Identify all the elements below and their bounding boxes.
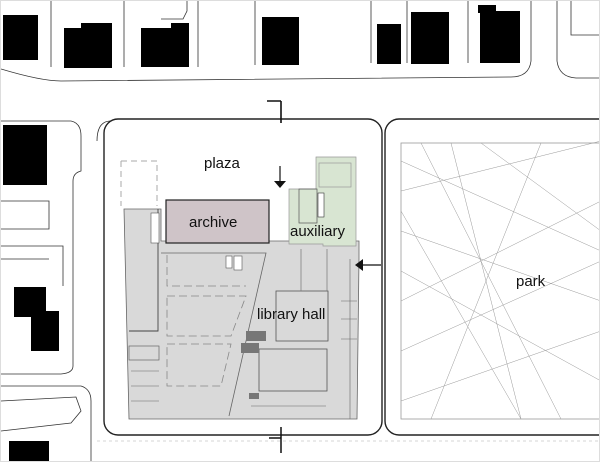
north-neighbors xyxy=(1,1,599,82)
park-path-line xyxy=(400,141,599,192)
label-auxiliary: auxiliary xyxy=(290,223,346,240)
park-path-line xyxy=(400,160,599,251)
entrance-arrow-icon xyxy=(355,259,381,271)
auxiliary-block xyxy=(288,156,357,247)
park-path-line xyxy=(400,270,599,381)
site-boundary xyxy=(103,118,383,436)
label-library-hall: library hall xyxy=(257,306,325,323)
park-path-line xyxy=(480,142,599,230)
park-path-line xyxy=(420,142,562,420)
label-archive: archive xyxy=(189,214,237,231)
label-park: park xyxy=(516,273,546,290)
section-marker-icon xyxy=(267,100,282,453)
archive-block xyxy=(165,199,270,244)
park-path-line xyxy=(400,331,599,402)
park-path-line xyxy=(400,210,522,420)
west-lots xyxy=(1,120,112,461)
library-footprint xyxy=(123,208,360,420)
park-path-line xyxy=(400,261,599,352)
neighbor-buildings xyxy=(3,5,520,461)
park-path-line xyxy=(400,230,599,301)
plaza-outline xyxy=(120,160,158,206)
label-plaza: plaza xyxy=(204,155,241,172)
park xyxy=(384,118,599,436)
park-path-line xyxy=(400,201,599,302)
park-path-line xyxy=(430,142,542,420)
entrance-arrow-icon xyxy=(274,166,286,188)
